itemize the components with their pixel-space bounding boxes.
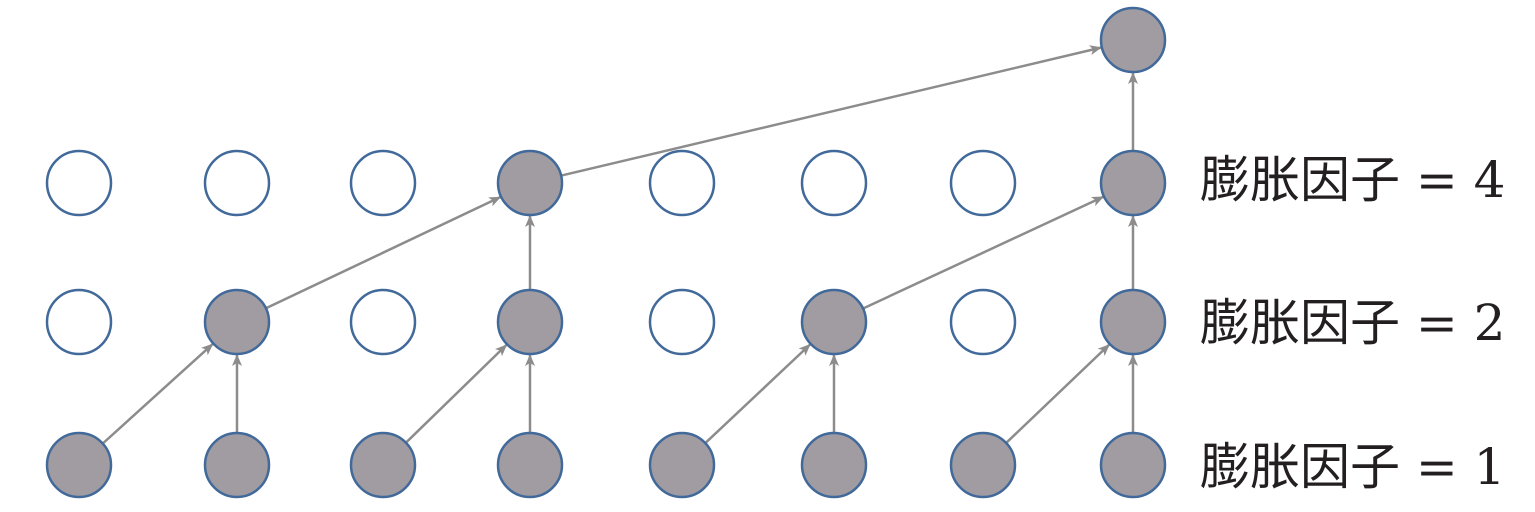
inactive-node-layer2-col2 xyxy=(349,149,417,217)
inactive-node-layer2-col0 xyxy=(45,149,113,217)
inactive-node-layer1-col4 xyxy=(648,288,716,356)
active-node-layer0-col6 xyxy=(949,431,1017,499)
active-node-layer1-col3 xyxy=(496,288,564,356)
active-node-layer0-col4 xyxy=(648,431,716,499)
layer-label-group: 膨胀因子 = 1 膨胀因子 = 2 膨胀因子 = 4 xyxy=(1200,151,1506,496)
active-node-layer0-col1 xyxy=(203,431,271,499)
active-node-layer0-col5 xyxy=(800,431,868,499)
edge-12 xyxy=(558,45,1102,178)
inactive-node-layer1-col2 xyxy=(349,288,417,356)
active-node-layer1-col5 xyxy=(800,288,868,356)
edge-4 xyxy=(702,343,811,446)
active-node-layer0-col7 xyxy=(1099,431,1167,499)
layer-label-dilation-4: 膨胀因子 = 4 xyxy=(1200,151,1506,209)
inactive-node-layer2-col1 xyxy=(203,149,271,217)
active-node-layer1-col1 xyxy=(203,288,271,356)
active-node-layer0-col3 xyxy=(496,431,564,499)
edge-6 xyxy=(1003,343,1110,446)
layer-label-dilation-2: 膨胀因子 = 2 xyxy=(1200,294,1506,352)
active-node-layer2-col7 xyxy=(1099,149,1167,217)
edge-10 xyxy=(860,195,1104,311)
inactive-node-layer1-col0 xyxy=(45,288,113,356)
active-node-layer2-col3 xyxy=(496,149,564,217)
inactive-node-layer1-col6 xyxy=(949,288,1017,356)
active-node-layer1-col7 xyxy=(1099,288,1167,356)
active-node-layer0-col2 xyxy=(349,431,417,499)
node-group xyxy=(45,6,1167,499)
edge-8 xyxy=(263,196,502,311)
edge-0 xyxy=(100,343,214,446)
edge-2 xyxy=(403,344,508,445)
inactive-node-layer2-col4 xyxy=(648,149,716,217)
inactive-node-layer2-col6 xyxy=(949,149,1017,217)
layer-label-dilation-1: 膨胀因子 = 1 xyxy=(1200,438,1506,496)
active-node-layer0-col0 xyxy=(45,431,113,499)
inactive-node-layer2-col5 xyxy=(800,149,868,217)
active-node-layer3-col7 xyxy=(1099,6,1167,74)
edge-group xyxy=(100,45,1138,446)
